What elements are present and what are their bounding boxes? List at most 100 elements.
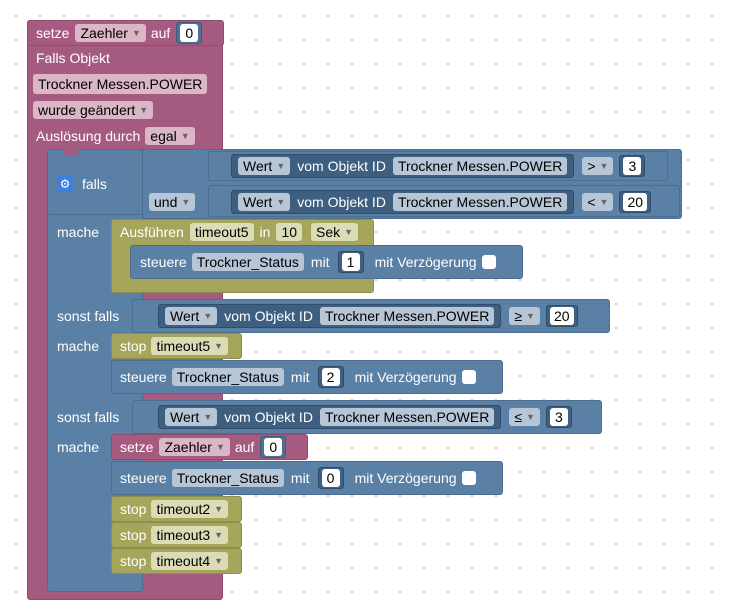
sonst-falls-label: sonst falls [57, 308, 120, 324]
mit-label: mit [290, 470, 310, 486]
trigger-dropdown[interactable]: wurde geändert▼ [33, 101, 154, 119]
number-input[interactable]: 20 [549, 307, 574, 325]
dropdown-arrow-icon: ▼ [139, 105, 149, 115]
ausloesung-label: Auslösung durch [36, 128, 141, 144]
auf-label: auf [150, 25, 171, 41]
number-input[interactable]: 2 [321, 368, 340, 386]
dropdown-arrow-icon: ▼ [599, 161, 609, 171]
number-socket: 3 [545, 406, 572, 428]
value-block[interactable]: Wert▼ vom Objekt ID Trockner Messen.POWE… [231, 154, 575, 178]
init-value-input[interactable]: 0 [180, 24, 199, 42]
property-dropdown[interactable]: Wert▼ [238, 157, 291, 175]
ausfuehren-label: Ausführen [120, 224, 184, 240]
operator-dropdown[interactable]: <▼ [582, 193, 614, 211]
gear-icon[interactable]: ⚙ [57, 176, 73, 192]
timeout-name-field[interactable]: timeout5 [189, 223, 254, 241]
variable-dropdown[interactable]: Zaehler▼ [75, 24, 146, 42]
mit-label: mit [310, 254, 330, 270]
mache-label: mache [57, 338, 100, 354]
dropdown-arrow-icon: ▼ [215, 442, 225, 452]
target-field[interactable]: Trockner_Status [171, 469, 284, 487]
value-block[interactable]: Wert▼ vom Objekt ID Trockner Messen.POWE… [231, 190, 575, 214]
init-value-socket: 0 [176, 22, 203, 44]
target-field[interactable]: Trockner_Status [191, 253, 304, 271]
number-socket: 2 [317, 366, 344, 388]
variable-dropdown[interactable]: Zaehler▼ [159, 438, 230, 456]
steuere-label: steuere [120, 470, 167, 486]
object-id-field[interactable]: Trockner Messen.POWER [33, 74, 208, 94]
target-field[interactable]: Trockner_Status [171, 368, 284, 386]
auf-label: auf [234, 439, 255, 455]
in-label: in [259, 224, 271, 240]
object-id-field[interactable]: Trockner Messen.POWER [392, 157, 568, 175]
value-block[interactable]: Wert▼ vom Objekt ID Trockner Messen.POWE… [158, 405, 502, 429]
dropdown-arrow-icon: ▼ [203, 311, 213, 321]
steuere-label: steuere [140, 254, 187, 270]
obj-label: vom Objekt ID [297, 194, 386, 210]
dropdown-arrow-icon: ▼ [526, 412, 535, 422]
and-dropdown[interactable]: und▼ [149, 193, 196, 211]
timeout-dropdown[interactable]: timeout3▼ [151, 526, 229, 544]
dropdown-arrow-icon: ▼ [276, 197, 286, 207]
number-socket: 0 [317, 467, 344, 489]
number-input[interactable]: 0 [264, 438, 283, 456]
mit-label: mit [290, 369, 310, 385]
number-input[interactable]: 20 [623, 193, 648, 211]
number-socket: 20 [619, 191, 652, 213]
delay-checkbox[interactable] [461, 370, 476, 384]
dropdown-arrow-icon: ▼ [214, 504, 224, 514]
sonst-falls-label: sonst falls [57, 409, 120, 425]
delay-checkbox[interactable] [481, 255, 496, 269]
stop-label: stop [120, 527, 147, 543]
stop-label: stop [120, 338, 147, 354]
number-input[interactable]: 3 [623, 157, 642, 175]
property-dropdown[interactable]: Wert▼ [165, 307, 218, 325]
obj-label: vom Objekt ID [224, 308, 313, 324]
operator-dropdown[interactable]: ≤▼ [509, 408, 540, 426]
dropdown-arrow-icon: ▼ [181, 197, 191, 207]
number-socket: 20 [545, 305, 578, 327]
property-dropdown[interactable]: Wert▼ [238, 193, 291, 211]
obj-label: vom Objekt ID [297, 158, 386, 174]
value-block[interactable]: Wert▼ vom Objekt ID Trockner Messen.POWE… [158, 304, 502, 328]
dropdown-arrow-icon: ▼ [214, 530, 224, 540]
verzoegerung-label: mit Verzögerung [354, 470, 457, 486]
falls-objekt-label: Falls Objekt [36, 50, 110, 66]
control-block-1[interactable] [130, 245, 523, 279]
operator-dropdown[interactable]: ≥▼ [509, 307, 540, 325]
mache-label: mache [57, 224, 100, 240]
delay-checkbox[interactable] [461, 471, 476, 485]
dropdown-arrow-icon: ▼ [180, 131, 190, 141]
number-input[interactable]: 3 [549, 408, 568, 426]
set-label: setze [120, 439, 154, 455]
dropdown-arrow-icon: ▼ [203, 412, 213, 422]
operator-dropdown[interactable]: >▼ [582, 157, 614, 175]
number-input[interactable]: 1 [341, 253, 360, 271]
dropdown-arrow-icon: ▼ [214, 556, 224, 566]
dropdown-arrow-icon: ▼ [131, 28, 141, 38]
obj-label: vom Objekt ID [224, 409, 313, 425]
stop-label: stop [120, 553, 147, 569]
set-label: setze [36, 25, 70, 41]
value-socket: 0 [260, 436, 287, 458]
property-dropdown[interactable]: Wert▼ [165, 408, 218, 426]
dropdown-arrow-icon: ▼ [599, 197, 609, 207]
ausloesung-dropdown[interactable]: egal▼ [145, 127, 195, 145]
delay-field[interactable]: 10 [276, 223, 303, 241]
timeout-dropdown[interactable]: timeout2▼ [151, 500, 229, 518]
falls-label: falls [82, 176, 107, 192]
steuere-label: steuere [120, 369, 167, 385]
object-id-field[interactable]: Trockner Messen.POWER [319, 408, 495, 426]
timeout-dropdown[interactable]: timeout4▼ [151, 552, 229, 570]
dropdown-arrow-icon: ▼ [214, 341, 224, 351]
unit-dropdown[interactable]: Sek▼ [311, 223, 359, 241]
timeout-dropdown[interactable]: timeout5▼ [151, 337, 229, 355]
dropdown-arrow-icon: ▼ [276, 161, 286, 171]
mache-label: mache [57, 439, 100, 455]
object-id-field[interactable]: Trockner Messen.POWER [392, 193, 568, 211]
number-input[interactable]: 0 [321, 469, 340, 487]
verzoegerung-label: mit Verzögerung [354, 369, 457, 385]
object-id-field[interactable]: Trockner Messen.POWER [319, 307, 495, 325]
dropdown-arrow-icon: ▼ [526, 311, 535, 321]
number-socket: 1 [337, 251, 364, 273]
